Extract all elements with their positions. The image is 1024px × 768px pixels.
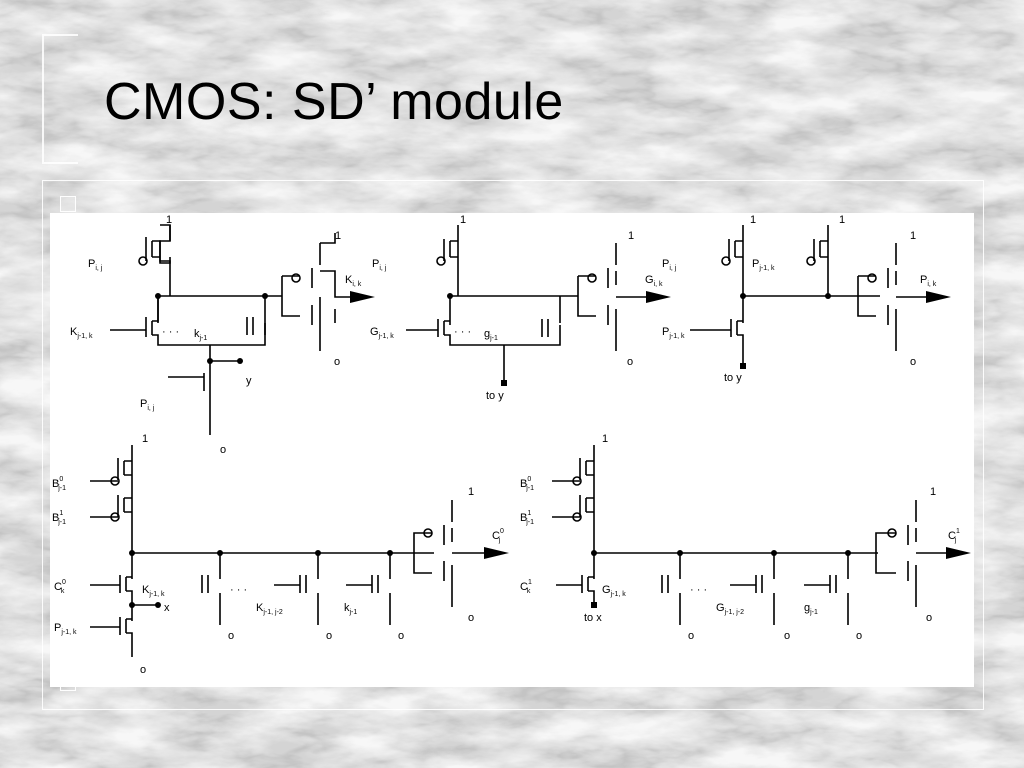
ground-label: o <box>334 356 340 368</box>
input-label-g: Gj-1, j-2 <box>716 602 744 616</box>
output-label-k: Ki, k <box>345 274 362 288</box>
input-label-p: Pj-1, k <box>54 622 77 636</box>
vdd-label: 1 <box>166 214 172 226</box>
ellipsis: · · · <box>162 326 179 338</box>
input-label-g-small: gj-1 <box>804 602 818 616</box>
vdd-label: 1 <box>142 433 148 445</box>
input-label-p: Pi, j <box>140 398 155 412</box>
ground-label: o <box>688 630 694 642</box>
node-label-to-y: to y <box>486 390 504 402</box>
wires <box>90 224 950 657</box>
bullet-marker <box>60 196 76 212</box>
input-label-p: Pi, j <box>372 258 387 272</box>
schematic-figure: 1 1 Pi, j Ki, k Kj-1, k · · · kj-1 o y P… <box>50 213 974 687</box>
input-label-g: Gj-1, k <box>602 584 626 598</box>
ellipsis: · · · <box>230 584 247 596</box>
input-label-g: Gj-1, k <box>370 326 394 340</box>
vdd-label: 1 <box>750 214 756 226</box>
input-label-p: Pi, j <box>88 258 103 272</box>
vdd-label: 1 <box>930 486 936 498</box>
ground-label: o <box>910 356 916 368</box>
vdd-label: 1 <box>839 214 845 226</box>
input-label-p: Pi, j <box>662 258 677 272</box>
input-label-p: Pj-1, k <box>662 326 685 340</box>
vdd-label: 1 <box>460 214 466 226</box>
input-label-k: Kj-1, k <box>142 584 165 598</box>
ground-label: o <box>140 664 146 676</box>
input-label-p: Pj-1, k <box>752 258 775 272</box>
ground-label: o <box>398 630 404 642</box>
input-label-g-small: gj-1 <box>484 328 498 342</box>
cmos-schematic: 1 1 Pi, j Ki, k Kj-1, k · · · kj-1 o y P… <box>52 214 971 676</box>
node-label-to-x: to x <box>584 612 602 624</box>
input-label-k: Kj-1, j-2 <box>256 602 283 616</box>
slide-title: CMOS: SD’ module <box>104 73 564 131</box>
ground-label: o <box>627 356 633 368</box>
node-label-to-y: to y <box>724 372 742 384</box>
dots-and-arrows <box>129 291 971 608</box>
vdd-label: 1 <box>335 230 341 242</box>
body-frame <box>42 180 984 710</box>
pmos-bubbles <box>110 256 897 538</box>
vdd-label: 1 <box>468 486 474 498</box>
node-label-x: x <box>164 602 170 614</box>
input-label-k: Kj-1, k <box>70 326 93 340</box>
ellipsis: · · · <box>690 584 707 596</box>
input-label-k-small: kj-1 <box>344 602 357 616</box>
vdd-label: 1 <box>628 230 634 242</box>
vdd-label: 1 <box>910 230 916 242</box>
output-label-g: Gi, k <box>645 274 663 288</box>
ellipsis: · · · <box>454 326 471 338</box>
ground-label: o <box>228 630 234 642</box>
ground-label: o <box>220 444 226 456</box>
ground-label: o <box>468 612 474 624</box>
title-frame <box>42 34 78 164</box>
ground-label: o <box>326 630 332 642</box>
vdd-label: 1 <box>602 433 608 445</box>
output-label-p: Pi, k <box>920 274 937 288</box>
input-label-k-small: kj-1 <box>194 328 207 342</box>
ground-label: o <box>926 612 932 624</box>
ground-label: o <box>856 630 862 642</box>
ground-label: o <box>784 630 790 642</box>
node-label-y: y <box>246 375 252 387</box>
